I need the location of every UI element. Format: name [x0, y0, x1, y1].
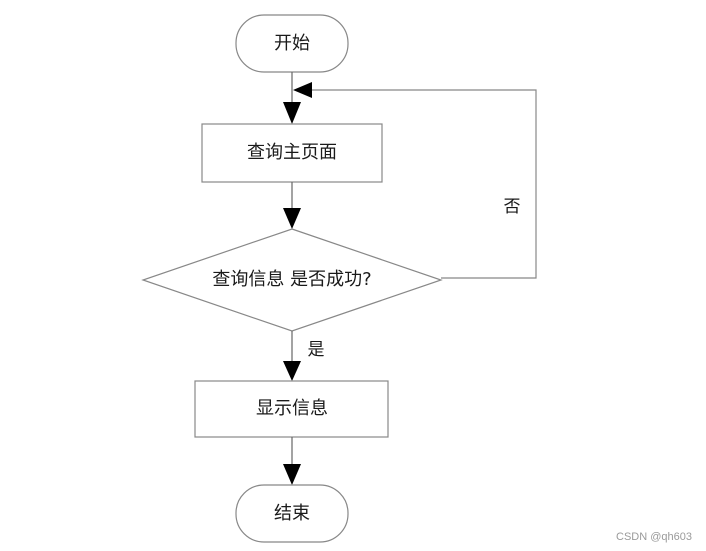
arrowhead-decision-in: [283, 208, 301, 229]
yes-label: 是: [308, 340, 325, 360]
end-terminal: [235, 484, 349, 543]
end-label: 结束: [274, 503, 310, 524]
arrowhead-end-in: [283, 464, 301, 485]
no-branch-loop: [312, 89, 537, 279]
query-page-label: 查询主页面: [247, 142, 337, 163]
arrowhead-query-in: [283, 102, 301, 124]
decision-label: 查询信息 是否成功?: [212, 269, 371, 290]
arrowhead-show-in: [283, 361, 301, 381]
arrowhead-loop-in: [293, 82, 312, 98]
no-label: 否: [504, 197, 521, 217]
show-info-label: 显示信息: [256, 398, 328, 419]
show-info-box: [194, 380, 389, 438]
query-page-box: [201, 123, 383, 183]
watermark: CSDN @qh603: [616, 531, 692, 543]
start-label: 开始: [274, 33, 310, 54]
